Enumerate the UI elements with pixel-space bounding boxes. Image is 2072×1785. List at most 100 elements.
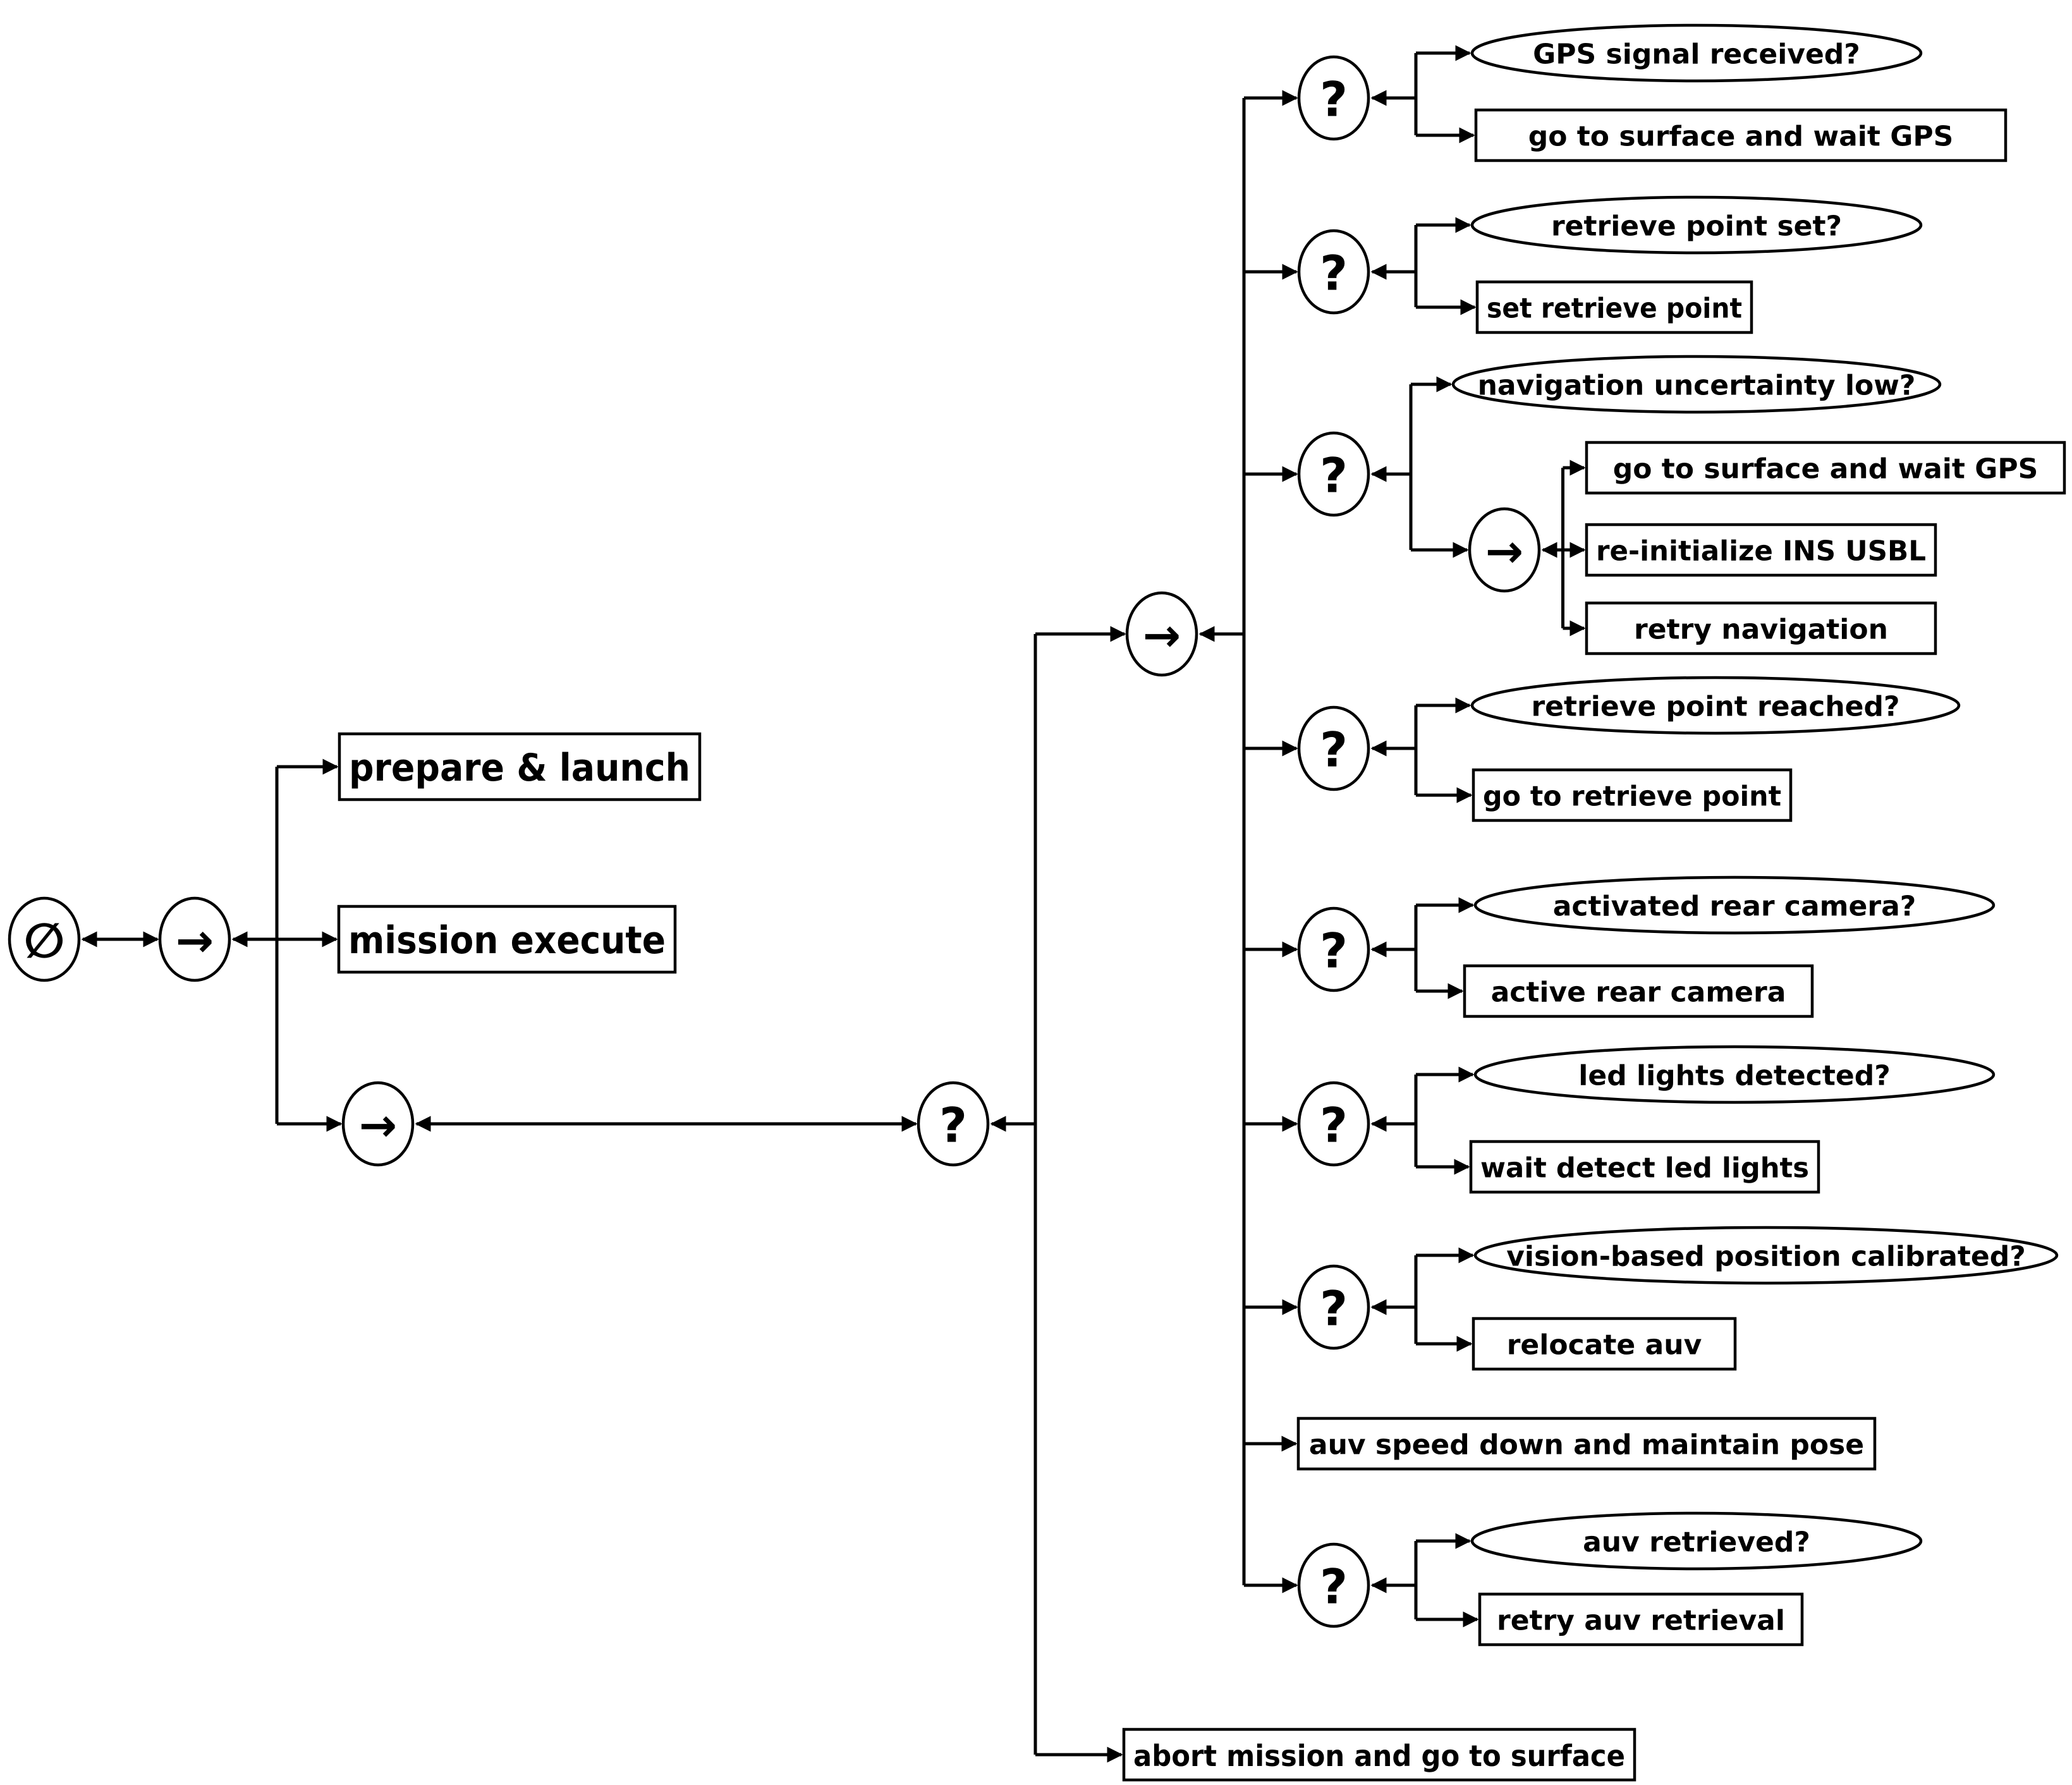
condition-label: navigation uncertainty low? (1478, 370, 1916, 402)
node-symbol: ? (1320, 245, 1348, 302)
action-shape (1472, 1317, 1737, 1371)
node-symbol: ∅ (23, 913, 64, 969)
node-fb-point-reached: ? (1297, 705, 1370, 791)
action-label: go to surface and wait GPS (1528, 121, 1954, 153)
node-seq-retrieve: → (341, 1081, 415, 1167)
action-label: go to surface and wait GPS (1613, 453, 2038, 485)
action-label: retry navigation (1634, 614, 1888, 646)
condition-shape (1470, 676, 1961, 735)
node-shape (917, 1081, 990, 1167)
node-fb-retrieved: ? (1297, 1542, 1370, 1628)
node-cond-nav: navigation uncertainty low? (1451, 355, 1942, 414)
node-symbol: ? (1320, 1097, 1348, 1154)
action-shape (1585, 523, 1937, 577)
node-act-surface-gps-2: go to surface and wait GPS (1585, 441, 2066, 495)
node-fb-led: ? (1297, 1081, 1370, 1167)
condition-shape (1473, 1045, 1996, 1104)
node-shape (158, 896, 231, 982)
action-label: abort mission and go to surface (1133, 1739, 1625, 1773)
node-shape (1297, 431, 1370, 517)
action-label: active rear camera (1491, 977, 1786, 1009)
action-label: re-initialize INS USBL (1596, 535, 1926, 568)
action-shape (1296, 1416, 1877, 1471)
node-fb-gps: ? (1297, 55, 1370, 141)
action-shape (1122, 1727, 1636, 1782)
node-cond-retrieved: auv retrieved? (1470, 1511, 1923, 1571)
action-label: retry auv retrieval (1497, 1605, 1785, 1637)
condition-shape (1470, 23, 1923, 83)
node-cond-point-reached: retrieve point reached? (1470, 676, 1961, 735)
node-shape (1297, 705, 1370, 791)
action-label: go to retrieve point (1483, 781, 1781, 813)
node-shape (8, 896, 81, 982)
node-fb-camera: ? (1297, 906, 1370, 992)
action-label: prepare & launch (349, 746, 690, 790)
node-act-retry-nav: retry navigation (1585, 601, 1937, 655)
action-shape (1474, 108, 2008, 162)
node-symbol: ? (1320, 71, 1348, 128)
node-cond-camera: activated rear camera? (1473, 875, 1996, 935)
node-seq-nav: → (1468, 507, 1541, 593)
action-label: relocate auv (1507, 1329, 1702, 1362)
node-cond-led: led lights detected? (1473, 1045, 1996, 1104)
node-symbol: ? (1320, 923, 1348, 979)
node-shape (1297, 906, 1370, 992)
node-symbol: ? (1320, 1559, 1348, 1615)
node-shape (1125, 591, 1198, 677)
action-shape (337, 905, 677, 974)
action-shape (1469, 1140, 1820, 1194)
node-symbol: → (1143, 609, 1181, 662)
node-cond-gps: GPS signal received? (1470, 23, 1923, 83)
node-prepare-launch: prepare & launch (338, 732, 702, 801)
node-act-led: wait detect led lights (1469, 1140, 1820, 1194)
node-shape (1297, 1081, 1370, 1167)
node-symbol: ? (1320, 1281, 1348, 1337)
action-label: set retrieve point (1487, 293, 1742, 325)
action-shape (1472, 768, 1793, 822)
node-shape (1297, 229, 1370, 315)
node-symbol: ? (939, 1097, 967, 1154)
node-symbol: → (176, 914, 214, 967)
condition-label: activated rear camera? (1553, 891, 1917, 923)
node-symbol: ? (1320, 448, 1348, 504)
condition-label: retrieve point reached? (1531, 691, 1899, 723)
node-shape (1468, 507, 1541, 593)
action-label: mission execute (348, 918, 666, 963)
node-act-goto-point: go to retrieve point (1472, 768, 1793, 822)
action-label: wait detect led lights (1480, 1152, 1809, 1185)
condition-shape (1451, 355, 1942, 414)
condition-shape (1473, 875, 1996, 935)
node-fb-retrieve: ? (917, 1081, 990, 1167)
nodes: ∅ → prepare & launch mission execute →? → abor… (8, 23, 2066, 1782)
node-shape (341, 1081, 415, 1167)
condition-shape (1470, 195, 1923, 255)
node-fb-vision: ? (1297, 1264, 1370, 1350)
node-fb-point-set: ? (1297, 229, 1370, 315)
node-mission-execute: mission execute (337, 905, 677, 974)
action-shape (338, 732, 702, 801)
node-cond-vision: vision-based position calibrated? (1473, 1226, 2059, 1285)
condition-shape (1470, 1511, 1923, 1571)
node-act-speed-down: auv speed down and maintain pose (1296, 1416, 1877, 1471)
node-act-reinit: re-initialize INS USBL (1585, 523, 1937, 577)
node-symbol: ? (1320, 722, 1348, 778)
condition-label: GPS signal received? (1533, 39, 1860, 71)
condition-label: vision-based position calibrated? (1506, 1241, 2026, 1273)
node-seq-docking: → (1125, 591, 1198, 677)
node-shape (1297, 55, 1370, 141)
action-shape (1585, 601, 1937, 655)
node-symbol: → (359, 1099, 397, 1152)
node-shape (1297, 1542, 1370, 1628)
condition-label: retrieve point set? (1551, 210, 1842, 243)
action-shape (1475, 280, 1753, 334)
node-act-retry-retrieval: retry auv retrieval (1478, 1592, 1804, 1647)
node-root: ∅ (8, 896, 81, 982)
condition-label: auv retrieved? (1583, 1526, 1810, 1559)
node-act-set-point: set retrieve point (1475, 280, 1753, 334)
node-act-surface-gps: go to surface and wait GPS (1474, 108, 2008, 162)
node-seq-main: → (158, 896, 231, 982)
node-act-camera: active rear camera (1463, 964, 1814, 1018)
node-abort-mission: abort mission and go to surface (1122, 1727, 1636, 1782)
node-shape (1297, 1264, 1370, 1350)
